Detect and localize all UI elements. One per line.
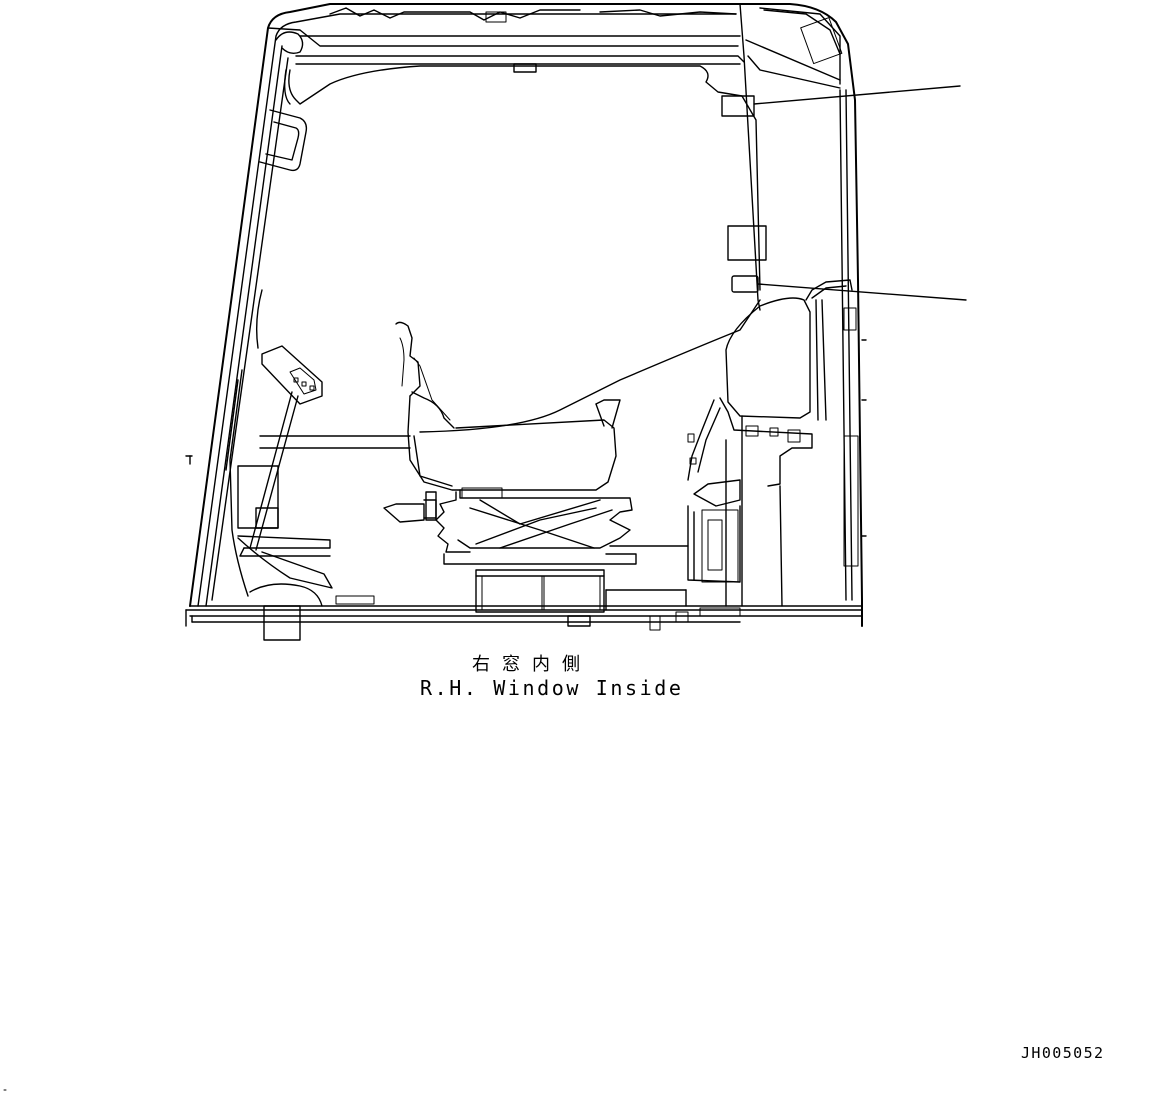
cab-frame bbox=[185, 3, 863, 627]
decal-middle bbox=[727, 225, 767, 261]
decal-lower bbox=[731, 275, 759, 293]
left-console bbox=[225, 345, 411, 641]
operator-seat bbox=[383, 321, 689, 613]
left-handrail bbox=[259, 109, 308, 172]
roof-rail bbox=[267, 7, 745, 73]
label-decals bbox=[721, 85, 967, 301]
right-pillar bbox=[739, 3, 867, 601]
leader-line-upper bbox=[753, 85, 961, 105]
caption-japanese: 右窓内側 bbox=[472, 654, 592, 675]
drawing-code: JH005052 bbox=[1021, 1044, 1105, 1062]
leader-line-lower bbox=[757, 283, 967, 301]
right-console bbox=[605, 279, 857, 611]
decal-upper bbox=[721, 95, 755, 117]
rear-window bbox=[255, 65, 761, 433]
floor-fixtures bbox=[567, 607, 741, 631]
caption-english: R.H. Window Inside bbox=[420, 676, 684, 700]
